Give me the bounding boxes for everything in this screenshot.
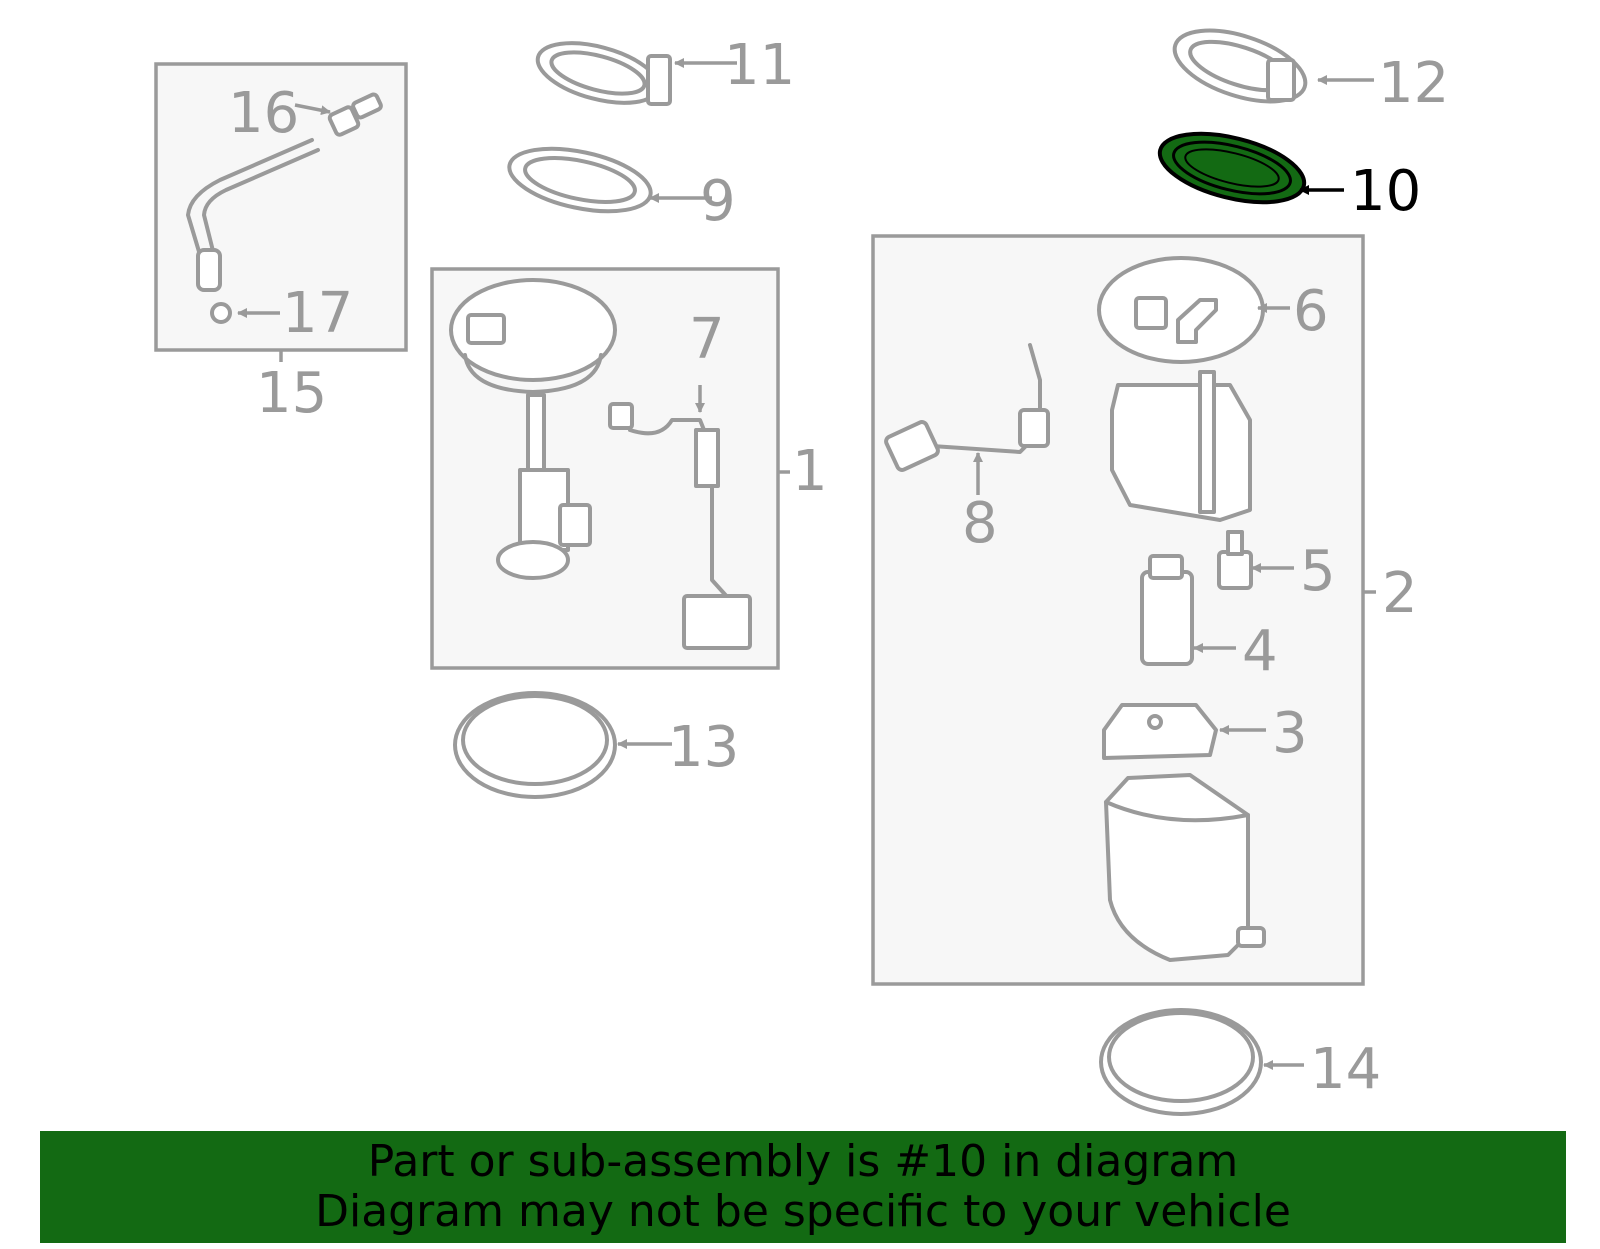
part-reservoir[interactable] [1104,773,1266,962]
callout-6: 6 [1293,279,1329,344]
callout-8: 8 [962,491,998,556]
part-10-gasket-highlighted[interactable] [1153,121,1311,215]
banner-line-2: Diagram may not be specific to your vehi… [315,1186,1291,1237]
part-13-seal-ring[interactable] [453,691,617,799]
callout-2: 2 [1382,561,1418,626]
callout-1: 1 [792,439,828,504]
callout-4: 4 [1242,619,1278,684]
part-11-retainer[interactable] [531,32,672,114]
part-1-pump-assembly[interactable] [449,278,617,580]
part-pump-body[interactable] [1110,370,1252,522]
callout-3: 3 [1272,701,1308,766]
part-9-gasket[interactable] [504,138,656,223]
part-12-retainer[interactable] [1166,16,1314,115]
part-5-valve[interactable] [1217,530,1253,590]
callout-12: 12 [1378,51,1449,116]
part-4-filter[interactable] [1140,554,1194,666]
callout-9: 9 [700,169,736,234]
part-8-sender[interactable] [884,343,1050,472]
callout-7: 7 [689,307,725,372]
callout-11: 11 [724,33,795,98]
info-banner: Part or sub-assembly is #10 in diagram D… [40,1131,1566,1243]
part-14-seal-ring[interactable] [1099,1008,1263,1116]
part-fuel-hose[interactable] [186,138,320,292]
part-6-pump-cover[interactable] [1097,256,1265,364]
callout-14: 14 [1310,1037,1381,1102]
callout-16: 16 [228,81,299,146]
callout-5: 5 [1300,539,1336,604]
part-3-bracket[interactable] [1102,703,1218,760]
banner-line-1: Part or sub-assembly is #10 in diagram [367,1136,1239,1187]
part-7-wiring[interactable] [608,402,752,650]
callout-17: 17 [282,281,353,346]
callout-15: 15 [256,361,327,426]
callout-10-highlighted: 10 [1350,159,1421,224]
part-16-connector[interactable] [327,92,383,137]
callout-13: 13 [668,715,739,780]
part-17-clip[interactable] [210,302,232,324]
